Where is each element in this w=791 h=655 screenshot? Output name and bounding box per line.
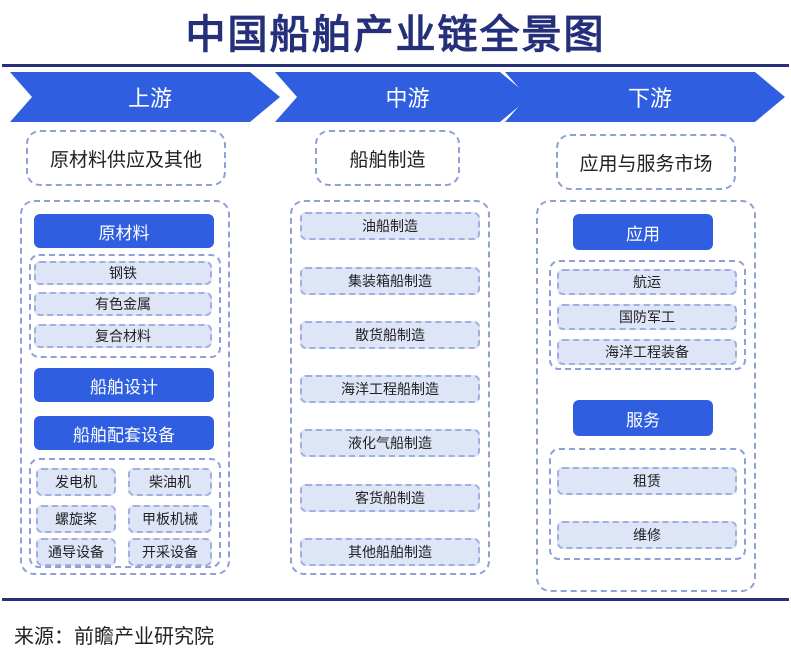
manufacturing-item: 海洋工程船制造 [300,375,480,403]
top-rule [2,64,789,67]
upstream-label: 上游 [127,87,172,112]
materials-title: 原材料 [34,214,214,248]
service-title: 服务 [573,400,713,436]
application-item: 海洋工程装备 [557,339,737,365]
ship-design-box: 船舶设计 [34,368,214,402]
equipment-item: 甲板机械 [128,505,212,533]
services-group [549,448,746,560]
upstream-arrow: 上游 [10,72,280,122]
service-item: 租赁 [557,467,737,495]
page-title: 中国船舶产业链全景图 [185,12,606,58]
bottom-rule [2,598,789,601]
material-item: 钢铁 [34,261,212,285]
downstream-label: 下游 [627,87,672,112]
manufacturing-item: 散货船制造 [300,321,480,349]
midstream-label: 中游 [385,87,430,112]
application-item: 国防军工 [557,304,737,330]
application-title: 应用 [573,214,713,250]
materials-group [29,254,221,358]
midstream-panel [290,200,490,575]
downstream-header: 应用与服务市场 [556,134,736,190]
equipment-item: 柴油机 [128,468,212,496]
material-item: 复合材料 [34,324,212,348]
service-item: 维修 [557,521,737,549]
source-note: 来源：前瞻产业研究院 [14,624,214,648]
downstream-panel [536,200,756,592]
equipment-group [29,458,221,568]
upstream-panel [20,200,230,575]
equipment-item: 通导设备 [36,538,116,566]
upstream-header: 原材料供应及其他 [26,130,226,186]
manufacturing-item: 客货船制造 [300,484,480,512]
equipment-title: 船舶配套设备 [34,416,214,450]
equipment-item: 开采设备 [128,538,212,566]
manufacturing-item: 液化气船制造 [300,429,480,457]
downstream-arrow: 下游 [505,72,785,122]
material-item: 有色金属 [34,292,212,316]
application-item: 航运 [557,269,737,295]
manufacturing-item: 集装箱船制造 [300,267,480,295]
midstream-header: 船舶制造 [315,130,460,186]
equipment-item: 螺旋桨 [36,505,116,533]
midstream-arrow: 中游 [275,72,530,122]
manufacturing-item: 其他船舶制造 [300,538,480,566]
applications-group [549,260,746,370]
manufacturing-item: 油船制造 [300,212,480,240]
equipment-item: 发电机 [36,468,116,496]
